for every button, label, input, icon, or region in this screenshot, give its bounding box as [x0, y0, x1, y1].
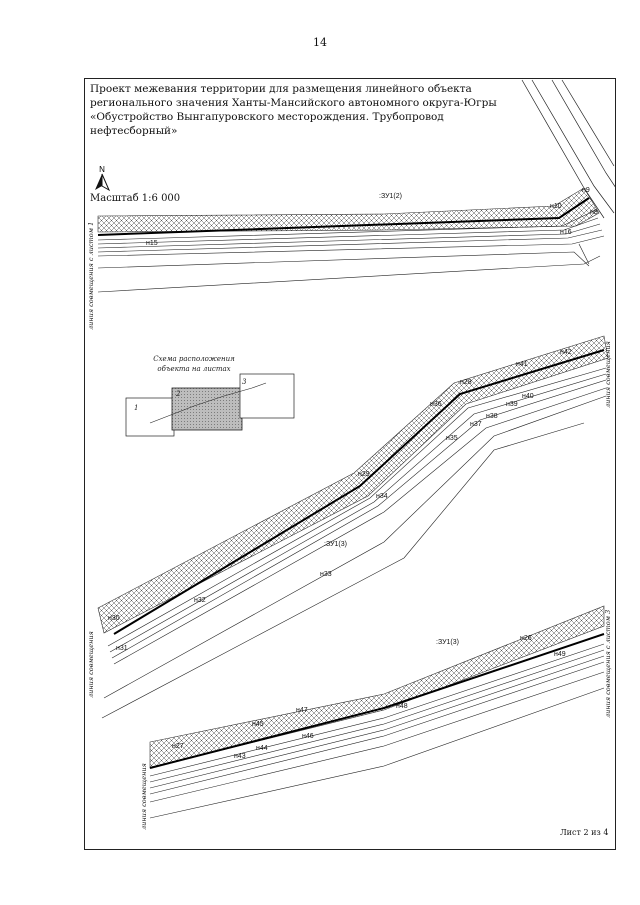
- point-n41: н41: [516, 361, 528, 368]
- point-n45: н45: [252, 721, 264, 728]
- point-n31: н31: [116, 645, 128, 652]
- title-block: Проект межевания территории для размещен…: [90, 82, 530, 138]
- scheme-sheet-number-2: 2: [175, 390, 181, 398]
- section-2-hatched-zone: [97, 335, 609, 634]
- point-n46: н46: [302, 733, 314, 740]
- point-n47: н47: [296, 707, 308, 714]
- point-n33: н33: [320, 571, 332, 578]
- point-n37: н37: [470, 421, 482, 428]
- match-line-left: линия совмещения: [87, 631, 95, 698]
- section-3: :ЗУ1(3) н26 н49 н48 н47 н46 н45 н44 н43 …: [140, 605, 612, 830]
- match-line-sheet3: линия совмещения с листом 3: [604, 610, 612, 718]
- point-n43: н43: [234, 753, 246, 760]
- point-n48: н48: [396, 703, 408, 710]
- title-line-1: Проект межевания территории для размещен…: [90, 83, 472, 95]
- point-n42: н42: [560, 349, 572, 356]
- scheme-title-2: объекта на листах: [157, 365, 230, 373]
- parcel-label-mid: :ЗУ1(3): [324, 541, 347, 548]
- scheme-sheet-3: [239, 373, 295, 419]
- point-n10: н10: [550, 203, 562, 210]
- parcel-label-bottom: :ЗУ1(3): [436, 639, 459, 646]
- match-line-bottom-left: линия совмещения: [140, 763, 148, 830]
- section-1: :ЗУ1(2) н9 н8 н10 н16 н15 линия совмещен…: [87, 187, 605, 330]
- page-number: 14: [313, 36, 327, 49]
- parcel-label-top: :ЗУ1(2): [379, 193, 402, 200]
- north-arrow-icon: N: [95, 165, 111, 192]
- point-n26: н26: [520, 635, 532, 642]
- section-3-hatched-zone: [149, 605, 605, 769]
- point-n16: н16: [560, 229, 572, 236]
- scheme-sheet-2: [171, 387, 243, 431]
- point-n32: н32: [194, 597, 206, 604]
- point-n30: н30: [108, 615, 120, 622]
- point-n29: н29: [358, 471, 370, 478]
- drawing-frame: [84, 78, 616, 850]
- point-n40: н40: [522, 393, 534, 400]
- section-2: н42 н41 н40 н39 н38 н37 н36 н35 н28 н29 …: [87, 335, 612, 719]
- point-n15: н15: [146, 240, 158, 247]
- point-n38: н38: [486, 413, 498, 420]
- match-line-right-mid: линия совмещения: [604, 341, 612, 408]
- point-n39: н39: [506, 401, 518, 408]
- point-n49: н49: [554, 651, 566, 658]
- point-n34: н34: [376, 493, 388, 500]
- sheet-scheme: Схема расположения объекта на листах 1 2…: [125, 355, 295, 437]
- title-line-2: регионального значения Ханты-Мансийского…: [90, 97, 497, 109]
- cadastral-map: :ЗУ1(2) н9 н8 н10 н16 н15 линия совмещен…: [87, 79, 616, 830]
- sheet-label: Лист 2 из 4: [560, 828, 609, 837]
- point-n28: н28: [460, 379, 472, 386]
- point-n8: н8: [590, 209, 598, 216]
- point-n36: н36: [430, 401, 442, 408]
- point-n44: н44: [256, 745, 268, 752]
- scheme-title-1: Схема расположения: [153, 355, 235, 363]
- point-n27: н27: [172, 743, 184, 750]
- point-n35: н35: [446, 435, 458, 442]
- scheme-sheet-number-3: 3: [242, 378, 247, 386]
- point-n9: н9: [582, 187, 590, 194]
- match-line-sheet1: линия совмещения с листом 1: [87, 222, 95, 330]
- title-line-3: «Обустройство Вынгапуровского месторожде…: [90, 111, 444, 137]
- scale-label: Масштаб 1:6 000: [90, 193, 181, 204]
- north-label: N: [99, 165, 105, 174]
- scheme-sheet-number-1: 1: [134, 404, 138, 412]
